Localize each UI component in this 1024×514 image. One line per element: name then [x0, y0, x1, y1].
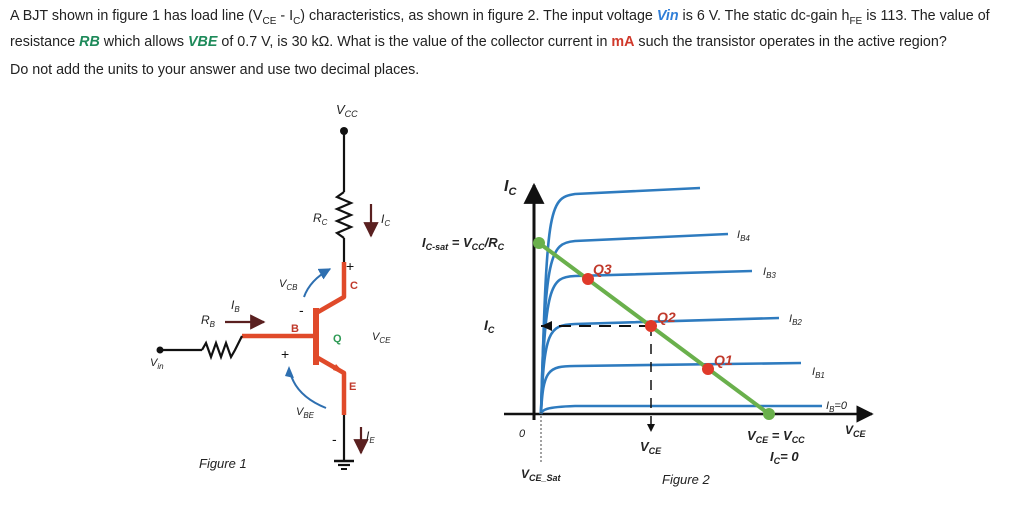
ib4-label: IB4: [737, 229, 750, 243]
plus-sign-base: +: [281, 346, 289, 362]
vce-eq-vcc-label: VCE = VCC: [747, 428, 805, 445]
ic-sat-point: [533, 237, 545, 249]
question-paragraph: A BJT shown in figure 1 has load line (V…: [10, 8, 990, 50]
vce-label: VCE: [372, 331, 391, 345]
q3-point: [582, 273, 594, 285]
rb-label: RB: [201, 313, 216, 329]
cutoff-point: [763, 408, 775, 420]
ic-label: IC: [381, 212, 390, 228]
collector-lead: [316, 262, 347, 314]
instructions: Do not add the units to your answer and …: [10, 61, 420, 78]
rb-resistor: [201, 335, 243, 361]
curve-ib1: [539, 361, 802, 415]
vin-node: [156, 346, 164, 354]
plus-sign-collector: +: [346, 258, 354, 274]
figure-1-circuit: VCC RC IC + C B E Q VCE VCB - +: [150, 102, 391, 471]
figure-2-load-line: IC VCE Q3 Q2 Q1 IC-sat = VCC/RC: [422, 178, 874, 487]
curve-ib3: [539, 269, 753, 415]
figure-1-caption: Figure 1: [199, 456, 247, 471]
vbe-arrow: [289, 371, 327, 409]
minus-sign-base: -: [299, 302, 304, 318]
ib-curves: [539, 186, 822, 415]
node-b-label: B: [291, 323, 299, 335]
node-c-label: C: [350, 280, 358, 292]
rc-resistor: [334, 191, 354, 239]
ib2-label: IB2: [789, 313, 802, 327]
q3-label: Q3: [593, 261, 612, 277]
node-q-label: Q: [333, 333, 342, 345]
vcb-label: VCB: [279, 278, 298, 292]
ib3-label: IB3: [763, 266, 776, 280]
ma-highlight: mA: [611, 33, 635, 50]
q1-label: Q1: [714, 352, 733, 368]
question-text: A BJT shown in figure 1 has load line (V…: [10, 6, 1015, 80]
vcb-arrow: [303, 268, 332, 298]
vbe-highlight: VBE: [188, 33, 218, 50]
ib0-label: IB=0: [826, 400, 848, 414]
figure-2-caption: Figure 2: [662, 472, 710, 487]
vbe-arrowhead: [285, 366, 294, 378]
q2-v-arrowhead: [647, 424, 655, 432]
minus-sign-emitter: -: [332, 431, 337, 447]
vce-axis-label: VCE: [845, 423, 867, 439]
vin-label: Vin: [150, 357, 164, 371]
ic-axis-label: IC: [504, 178, 517, 198]
q1-point: [702, 363, 714, 375]
rc-label: RC: [313, 211, 328, 227]
ic-zero-label: IC= 0: [770, 449, 799, 466]
ground-icon: [334, 459, 354, 470]
vce-sat-label: VCE_Sat: [521, 467, 562, 483]
ib-label: IB: [231, 298, 240, 314]
q2-label: Q2: [657, 309, 676, 325]
curve-top: [539, 186, 701, 415]
ic-sat-label: IC-sat = VCC/RC: [422, 235, 505, 252]
rb-highlight: RB: [79, 33, 100, 50]
vcc-label: VCC: [336, 102, 358, 119]
ib1-label: IB1: [812, 366, 825, 380]
node-e-label: E: [349, 381, 356, 393]
emitter-arrow: [333, 364, 345, 374]
origin-label: 0: [519, 428, 526, 440]
vin-highlight: Vin: [656, 8, 679, 24]
ic-level-label: IC: [484, 317, 495, 335]
q2-h-arrowhead: [541, 321, 552, 331]
ie-label: IE: [366, 429, 375, 445]
vce-q-label: VCE: [640, 439, 662, 456]
vbe-label: VBE: [296, 406, 315, 420]
q2-point: [645, 320, 657, 332]
